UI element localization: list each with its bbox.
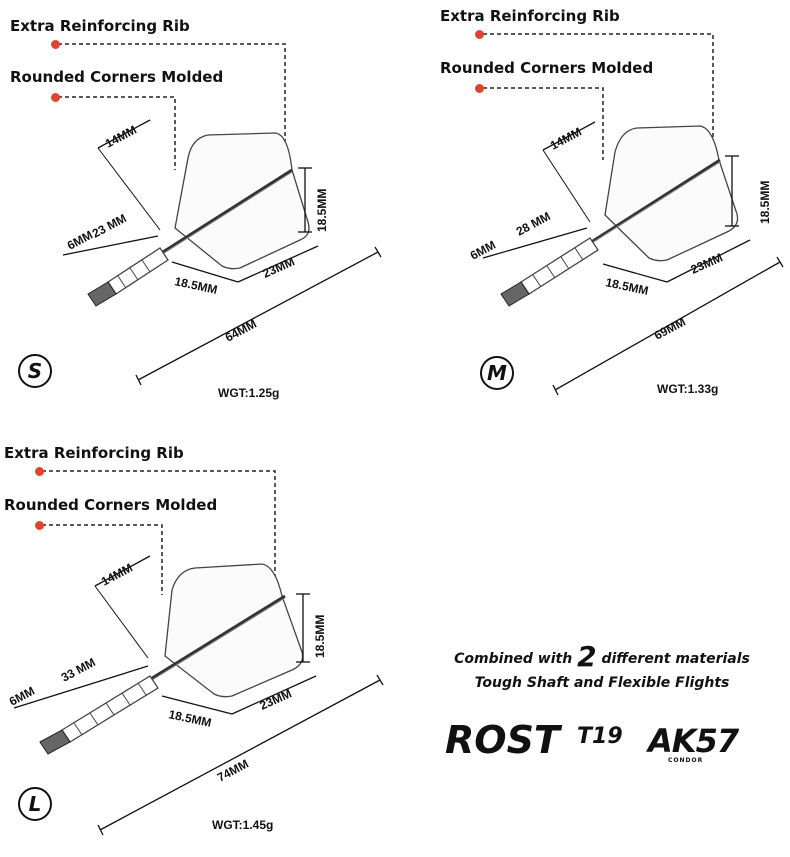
panel-small: 14MM 6MM 23 MM 18.5MM 18.5MM 23MM 64MM E… [0,0,395,420]
dim-side: 18.5MM [758,181,772,224]
corners-label: Rounded Corners Molded [10,68,224,86]
dim-bottom-b: 23MM [261,254,297,280]
corners-leader [58,96,176,170]
corners-label: Rounded Corners Molded [4,496,218,514]
rib-leader [42,470,276,590]
shaft-thread [39,729,71,755]
dim-top: 14MM [99,561,135,589]
weight-label: WGT:1.45g [212,818,274,832]
dim-shaft-a: 6MM [468,238,498,263]
dim-top: 14MM [103,123,139,151]
rib-dot [51,40,60,49]
rib-leader [483,33,714,155]
rib-leader [58,43,286,170]
corners-label: Rounded Corners Molded [440,59,654,77]
shaft-thread [500,281,530,307]
shaft-body [520,237,599,295]
diagram-medium: 14MM 6MM 28 MM 18.5MM 18.5MM 23MM 69MM [468,33,784,396]
tagline-line2: Tough Shaft and Flexible Flights [474,675,730,691]
corners-dot [35,521,44,530]
dim-bottom-a: 18.5MM [173,274,218,297]
rib-dot [35,467,44,476]
dim-bottom-b: 23MM [258,686,294,712]
brand-rost: ROST [445,718,560,762]
dim-overall: 69MM [652,315,688,343]
corners-dot [475,84,484,93]
panel-medium: 14MM 6MM 28 MM 18.5MM 18.5MM 23MM 69MM E… [395,0,790,420]
corners-leader [483,87,604,160]
diagram-small: 14MM 6MM 23 MM 18.5MM 18.5MM 23MM 64MM [58,43,382,386]
dim-overall: 64MM [223,317,259,345]
dim-bottom-b: 23MM [689,250,725,276]
shaft-thread [87,281,117,307]
dim-bottom-a: 18.5MM [604,275,649,298]
dim-top: 14MM [548,125,584,153]
diagram-large: 14MM 6MM 33 MM 18.5MM 18.5MM 23MM 74MM [7,470,384,836]
size-badge-s: S [18,354,52,388]
brand-ak57-sub: CONDOR [668,757,704,764]
dim-shaft-b: 33 MM [59,655,98,685]
dim-side: 18.5MM [313,615,327,658]
dim-shaft-b: 28 MM [514,209,553,239]
dim-shaft-b: 23 MM [90,211,129,241]
brand-t19: T19 [577,724,623,749]
rib-label: Extra Reinforcing Rib [4,444,184,462]
corners-dot [51,93,60,102]
corners-leader [42,524,163,595]
flight-shape [164,563,304,698]
tagline-line1: Combined with 2 different materials [454,640,750,673]
size-badge-m: M [480,356,514,390]
rib-dot [475,30,484,39]
shaft-body [107,247,169,295]
rib-label: Extra Reinforcing Rib [10,17,190,35]
weight-label: WGT:1.33g [657,382,719,396]
brand-ak57-logo: AK57 [648,722,739,760]
rib-label: Extra Reinforcing Rib [440,7,620,25]
dim-overall: 74MM [215,757,251,785]
tagline: Combined with 2 different materials Toug… [432,640,772,691]
dim-side: 18.5MM [315,189,329,232]
tagline-number: 2 [577,640,597,673]
weight-label: WGT:1.25g [218,386,280,400]
size-badge-l: L [18,787,52,821]
panel-large: 14MM 6MM 33 MM 18.5MM 18.5MM 23MM 74MM E… [0,430,395,857]
dim-bottom-a: 18.5MM [167,707,212,730]
